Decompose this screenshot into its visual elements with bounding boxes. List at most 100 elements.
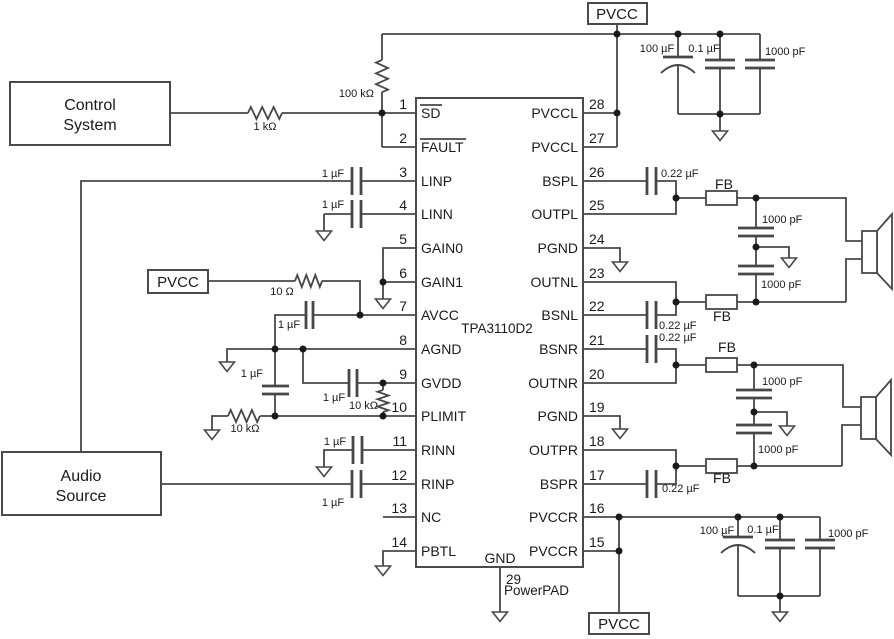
pin-name-outnr: OUTNR: [528, 375, 578, 391]
pin-num-11: 11: [392, 433, 407, 449]
label-c-plimit: 1 µF: [241, 368, 264, 380]
ferrite-bead-l-bottom: [705, 294, 738, 310]
net-outpr-wire: [583, 424, 861, 467]
ferrite-bead-l-top: [705, 190, 738, 206]
junction-dot: [672, 298, 680, 306]
net-rinn-wire: [323, 449, 416, 467]
label-c-bspr: 0.22 µF: [662, 483, 700, 495]
ground-icon: [374, 298, 392, 310]
pin-num-6: 6: [399, 265, 407, 281]
junction-dot: [615, 513, 623, 521]
ground-icon: [315, 466, 333, 478]
pin-num-28: 28: [589, 96, 605, 112]
capacitor-bulk-top-arc: [660, 64, 696, 74]
net-pvccr-wire: [583, 516, 820, 613]
pin-num-22: 22: [589, 298, 605, 314]
net-bspr-wire: [583, 466, 677, 485]
control-system-box: [9, 81, 171, 146]
label-c-snub-r1: 1000 pF: [762, 376, 803, 388]
net-avcc-wire: [208, 280, 416, 349]
wires: [80, 23, 862, 613]
label-r-plimit-gnd: 10 kΩ: [230, 423, 259, 435]
label-c-avcc: 1 µF: [278, 319, 301, 331]
pvcc-bottom-box: [588, 612, 650, 635]
label-c-rinn: 1 µF: [324, 436, 347, 448]
label-c-linn: 1 µF: [322, 199, 345, 211]
pin-name-pbtl: PBTL: [421, 543, 456, 559]
resistor-sd-series: [247, 104, 283, 122]
pin-num-24: 24: [589, 231, 605, 247]
capacitor-bspr: [645, 470, 658, 498]
net-bspl-wire: [583, 180, 677, 198]
net-linp-wire: [80, 180, 416, 452]
pin-name-linn: LINN: [421, 206, 453, 222]
net-sd-wire: [170, 34, 416, 148]
pin-name-bsnr: BSNR: [539, 341, 578, 357]
junction-dot: [674, 30, 682, 38]
net-pvcc-top-rail: [382, 23, 760, 148]
pin-num-19: 19: [589, 399, 605, 415]
ground-icon: [203, 429, 221, 441]
label-r-sd-pullup: 100 kΩ: [339, 88, 374, 100]
capacitors: [262, 55, 835, 554]
net-linn-wire: [323, 213, 416, 231]
pin-num-18: 18: [589, 433, 605, 449]
pin-name-plimit: PLIMIT: [421, 408, 467, 424]
pin-name-pgnd-19: PGND: [538, 408, 578, 424]
pin-num-15: 15: [589, 534, 605, 550]
junction-dot: [271, 412, 279, 420]
capacitor-bulk-bottom: [720, 535, 756, 554]
capacitor-plimit: [262, 384, 289, 396]
capacitor-avcc: [304, 301, 315, 329]
pin-num-2: 2: [399, 130, 407, 146]
junction-dot: [379, 412, 387, 420]
label-fb-r-top: FB: [718, 339, 736, 355]
pin-num-10: 10: [391, 399, 407, 415]
label-c-snub-l2: 1000 pF: [761, 279, 802, 291]
pvcc-bottom-label: PVCC: [598, 616, 640, 633]
pin-name-sd: SD: [421, 105, 440, 121]
net-outnl-wire: [583, 258, 862, 303]
ic-body: TPA3110D2 GND 29 PowerPAD: [415, 97, 584, 598]
label-c-hf-bottom: 1000 pF: [828, 528, 869, 540]
pin-name-outpr: OUTPR: [529, 442, 578, 458]
pin-num-1: 1: [399, 96, 407, 112]
capacitor-bsnr: [645, 335, 658, 363]
speaker-right-channel: [860, 377, 892, 458]
net-agnd-wire: [226, 348, 416, 362]
junction-dot: [716, 30, 724, 38]
pin-name-fault: FAULT: [421, 139, 464, 155]
junction-dot: [356, 311, 364, 319]
ic-gnd-label: GND: [484, 550, 515, 566]
ground-icon: [771, 611, 789, 623]
ic-part-number: TPA3110D2: [461, 321, 533, 336]
label-c-bypass-top: 0.1 µF: [688, 43, 720, 55]
pin-num-23: 23: [589, 265, 605, 281]
capacitor-bsnl: [645, 301, 658, 329]
resistor-gvdd-plimit: [374, 389, 392, 413]
speaker-right-driver: [860, 396, 877, 440]
capacitor-snub-r1: [736, 388, 772, 400]
capacitor-hf-top: [745, 58, 775, 70]
capacitor-bulk-bottom-arc: [720, 544, 756, 554]
resistor-sd-pullup: [373, 59, 391, 94]
label-c-bulk-bottom: 100 µF: [700, 525, 735, 537]
ic-powerpad-num: 29: [506, 572, 521, 587]
capacitor-rinn: [351, 436, 364, 464]
pin-num-26: 26: [589, 164, 605, 180]
junction-dot: [776, 592, 784, 600]
control-system-label-line2: System: [63, 117, 116, 134]
capacitor-bspl: [645, 167, 658, 195]
ground-icon: [218, 361, 236, 373]
ground-icon: [780, 257, 798, 269]
net-outpl-wire: [583, 197, 862, 302]
label-c-gvdd: 1 µF: [323, 392, 346, 404]
junction-dot: [613, 30, 621, 38]
ground-icon: [611, 428, 629, 440]
junction-dot: [734, 513, 742, 521]
pin-name-bsnl: BSNL: [541, 307, 578, 323]
pin-num-4: 4: [399, 197, 407, 213]
capacitor-snub-l1: [738, 226, 774, 238]
